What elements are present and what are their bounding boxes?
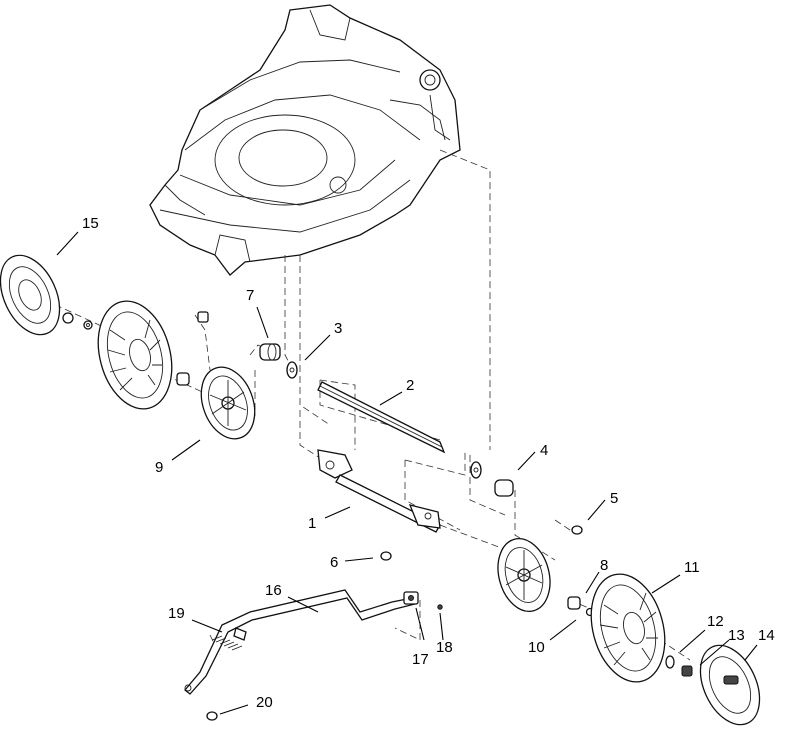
- callout-15: 15: [82, 215, 99, 232]
- callout-19: 19: [168, 605, 185, 622]
- callout-18: 18: [436, 639, 453, 656]
- bushing-top: [197, 311, 209, 323]
- nut-13: [681, 665, 693, 677]
- callout-5: 5: [610, 490, 618, 507]
- small-wheel-left: [200, 366, 256, 440]
- washer-6: [380, 551, 392, 561]
- spacer-right: [567, 596, 595, 617]
- callout-1: 1: [308, 515, 316, 532]
- height-lever: [184, 589, 416, 695]
- callout-3: 3: [334, 320, 342, 337]
- small-hardware-left: [62, 312, 93, 330]
- washer-3: [286, 361, 298, 379]
- wheel-right: [590, 573, 666, 683]
- callout-17: 17: [412, 651, 429, 668]
- callout-16: 16: [265, 582, 282, 599]
- hubcap-right: [699, 644, 761, 726]
- washer-12: [665, 655, 675, 669]
- leader-lines: [56, 231, 758, 715]
- callout-9: 9: [155, 459, 163, 476]
- callout-12: 12: [707, 613, 724, 630]
- callout-20: 20: [256, 694, 273, 711]
- callout-10: 10: [528, 639, 545, 656]
- height-bracket: [317, 449, 441, 533]
- callout-7: 7: [246, 287, 254, 304]
- callout-2: 2: [406, 377, 414, 394]
- screw-18: [437, 604, 443, 610]
- callout-4: 4: [540, 442, 548, 459]
- callout-8: 8: [600, 557, 608, 574]
- callout-14: 14: [758, 627, 775, 644]
- small-wheel-right: [497, 538, 551, 612]
- callout-11: 11: [684, 559, 700, 576]
- hubcap-left: [0, 254, 61, 336]
- spacer-left: [176, 372, 190, 386]
- callout-6: 6: [330, 554, 338, 571]
- bushing-7: [259, 343, 281, 361]
- axle-rod: [317, 381, 446, 454]
- callouts: 15 7 3 2 4 5 9 1 6 8 10 11 12 13 14 16 1…: [82, 215, 775, 711]
- spring-19: [211, 627, 247, 651]
- washer-4: [470, 461, 514, 497]
- grip-20: [206, 711, 218, 721]
- callout-13: 13: [728, 627, 745, 644]
- mower-deck: [149, 4, 461, 276]
- wheel-left: [97, 300, 173, 410]
- clip-5: [571, 525, 583, 535]
- pivot-17: [403, 591, 419, 605]
